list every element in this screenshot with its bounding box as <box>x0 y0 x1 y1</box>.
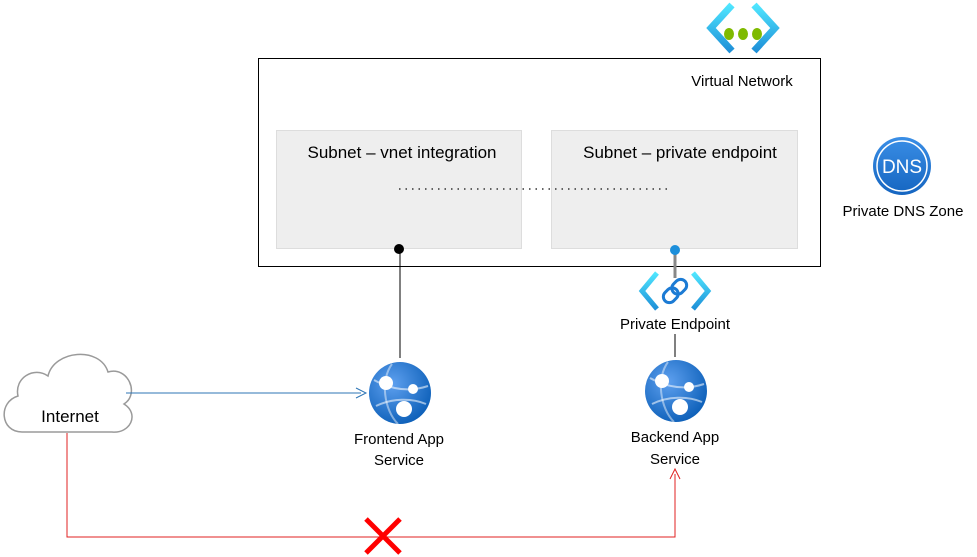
frontend-label-line1: Frontend App <box>354 431 444 448</box>
dns-icon: DNS <box>873 137 931 195</box>
private-endpoint-icon <box>638 271 712 311</box>
app-service-icon <box>645 360 707 423</box>
subnet-vnet-integration-label: Subnet – vnet integration <box>307 143 496 162</box>
backend-label-line1: Backend App <box>631 429 719 446</box>
private-dns-zone-label: Private DNS Zone <box>843 203 964 220</box>
blocked-x-icon <box>364 517 402 555</box>
virtual-network-label: Virtual Network <box>691 73 793 90</box>
app-service-icon <box>369 362 431 425</box>
virtual-network-icon <box>706 2 780 54</box>
subnet-private-endpoint <box>551 130 798 249</box>
subnet-private-endpoint-label: Subnet – private endpoint <box>583 143 777 162</box>
dns-badge-text: DNS <box>882 157 922 178</box>
internet-label: Internet <box>41 407 99 426</box>
internet-to-backend-blocked-path <box>66 433 676 538</box>
cloud-icon <box>3 353 133 433</box>
internet-to-frontend-arrowhead <box>355 387 368 399</box>
internet-to-backend-arrowhead <box>669 467 681 480</box>
private-endpoint-label: Private Endpoint <box>620 316 731 333</box>
frontend-label-line2: Service <box>374 452 424 469</box>
private-endpoint-connector-dot <box>670 245 680 255</box>
frontend-connector-dot <box>394 244 404 254</box>
backend-label-line2: Service <box>650 451 700 468</box>
